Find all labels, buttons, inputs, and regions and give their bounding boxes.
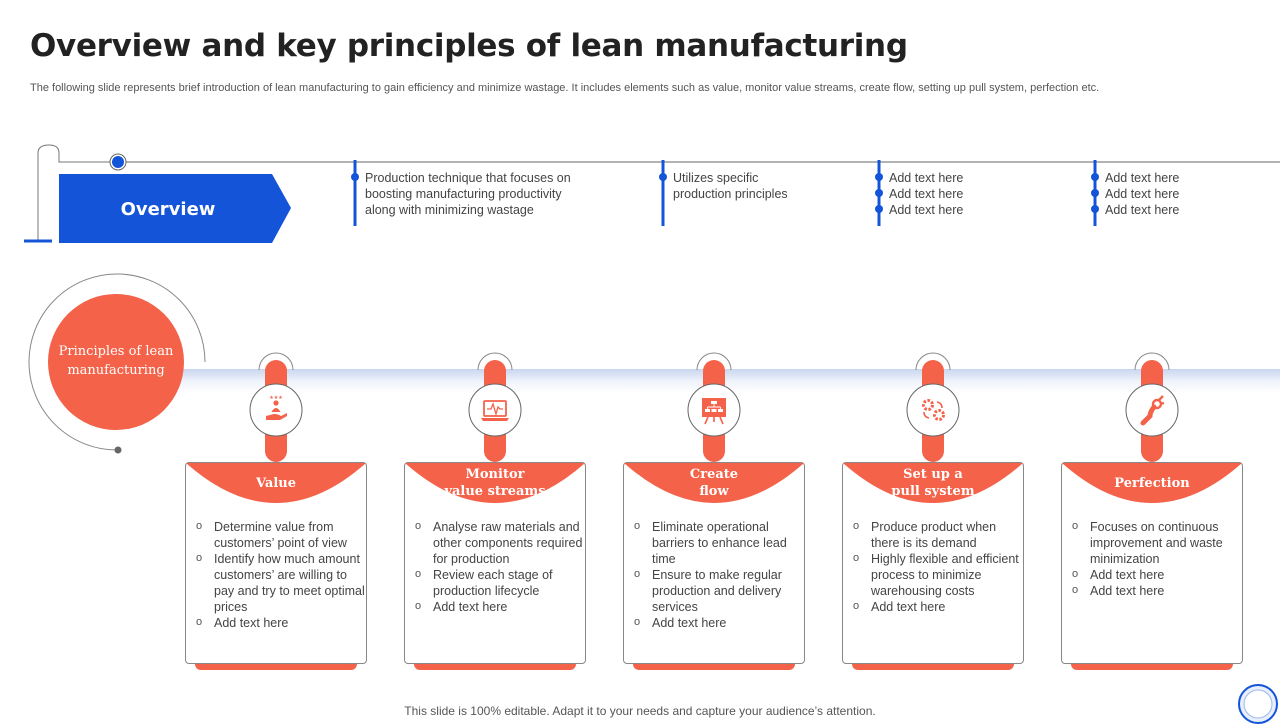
principle-title-line: Value: [256, 475, 296, 491]
overview-item-line: Add text here: [1105, 171, 1180, 185]
overview-arrow: [59, 174, 291, 243]
svg-text:★★★: ★★★: [269, 395, 283, 401]
card-header-shape: [405, 463, 585, 503]
principle-bullet: Produce product when there is its demand: [853, 518, 1023, 551]
hand-person-stars-icon: ★★★: [266, 395, 287, 420]
page-title: Overview and key principles of lean manu…: [30, 28, 908, 64]
footer-note: This slide is 100% editable. Adapt it to…: [404, 704, 876, 718]
principle-title-line: Set up a: [903, 467, 963, 482]
overview-item-line: Add text here: [889, 203, 964, 217]
overview-item-line: Add text here: [1105, 203, 1180, 217]
principles-circle: [28, 273, 206, 454]
principle-bullets: Determine value from customers’ point of…: [194, 518, 366, 631]
ok-hand-icon: [1140, 395, 1165, 426]
gears-cycle-icon: [922, 399, 945, 421]
principle-bullets: Analyse raw materials and other componen…: [413, 518, 585, 615]
principle-bullets: Produce product when there is its demand…: [851, 518, 1023, 615]
principle-connector: [906, 352, 960, 462]
principle-title-line: value streams: [444, 484, 546, 499]
principle-card: ValueDetermine value from customers’ poi…: [185, 462, 367, 664]
overview-label: Overview: [121, 199, 216, 220]
principle-title-line: pull system: [891, 484, 975, 499]
principle-title: Set up a pull system: [843, 463, 1023, 503]
overview-bullet-dot: [1091, 173, 1099, 181]
principle-bullet: Review each stage of production lifecycl…: [415, 566, 585, 599]
principle-bullet: Ensure to make regular production and de…: [634, 566, 804, 615]
principle-title: Perfection: [1062, 463, 1242, 503]
principles-label-line: manufacturing: [67, 363, 165, 378]
principles-label: Principles of lean manufacturing: [50, 342, 182, 380]
overview-bullet-dot: [659, 173, 667, 181]
principle-card: Monitor value streamsAnalyse raw material…: [404, 462, 586, 664]
card-base: [1071, 662, 1233, 670]
card-base: [852, 662, 1014, 670]
principle-bullet: Eliminate operational barriers to enhanc…: [634, 518, 804, 567]
card-header-shape: [843, 463, 1023, 503]
principle-card: PerfectionFocuses on continuous improvem…: [1061, 462, 1243, 664]
principle-bullets: Focuses on continuous improvement and wa…: [1070, 518, 1242, 599]
principle-title-line: Perfection: [1114, 475, 1190, 491]
nav-circle-icon[interactable]: [1236, 684, 1280, 724]
overview-item-line: boosting manufacturing productivity: [365, 187, 562, 201]
overview-bullet-dot: [1091, 205, 1099, 213]
overview-item-line: Add text here: [889, 171, 964, 185]
principle-bullet: Add text here: [634, 614, 804, 631]
overview-item-line: production principles: [673, 187, 788, 201]
principle-bullet: Add text here: [1072, 582, 1242, 599]
overview-item-line: along with minimizing wastage: [365, 203, 534, 217]
card-base: [414, 662, 576, 670]
page-subtitle: The following slide represents brief int…: [30, 82, 1100, 94]
card-base: [195, 662, 357, 670]
overview-timeline: [24, 144, 1280, 243]
overview-item-2: Utilizes specific production principles: [673, 170, 788, 202]
principle-title: Monitor value streams: [405, 463, 585, 503]
principle-bullet: Add text here: [415, 598, 585, 615]
overview-item-line: Add text here: [889, 187, 964, 201]
laptop-pulse-icon: [481, 400, 509, 421]
overview-item-line: Utilizes specific: [673, 171, 759, 185]
principle-title-line: Monitor: [465, 467, 525, 482]
principle-bullet: Focuses on continuous improvement and wa…: [1072, 518, 1242, 567]
principle-bullet: Analyse raw materials and other componen…: [415, 518, 585, 567]
principle-bullet: Determine value from customers’ point of…: [196, 518, 366, 551]
principle-title: Create flow: [624, 463, 804, 503]
overview-bullet-dot: [875, 173, 883, 181]
card-base: [633, 662, 795, 670]
principle-bullet: Add text here: [196, 614, 366, 631]
principle-bullet: Highly flexible and efficient process to…: [853, 550, 1023, 599]
principle-title: Value: [186, 463, 366, 503]
overview-item-1: Production technique that focuses on boos…: [365, 170, 571, 218]
overview-bullet-dot: [351, 173, 359, 181]
principle-title-line: Create: [689, 467, 739, 482]
card-header-shape: [1062, 463, 1242, 503]
card-header-shape: [624, 463, 804, 503]
principle-title-line: flow: [699, 484, 729, 499]
overview-item-line: Add text here: [1105, 187, 1180, 201]
overview-label-layer: Overview: [121, 199, 216, 220]
principle-bullet: Identify how much amount customers’ are …: [196, 550, 366, 615]
card-header-shape: [186, 463, 366, 503]
overview-bullet-dot: [1091, 189, 1099, 197]
flowchart-board-icon: [702, 398, 726, 425]
overview-bullet-dot: [875, 189, 883, 197]
overview-item-line: Production technique that focuses on: [365, 171, 571, 185]
principle-bullets: Eliminate operational barriers to enhanc…: [632, 518, 804, 631]
principle-card: Create flowEliminate operational barriers…: [623, 462, 805, 664]
principle-card: Set up a pull systemProduce product when …: [842, 462, 1024, 664]
principles-label-line: Principles of lean: [58, 344, 174, 359]
overview-bullet-dot: [875, 205, 883, 213]
principle-bullet: Add text here: [1072, 566, 1242, 583]
principle-bullet: Add text here: [853, 598, 1023, 615]
